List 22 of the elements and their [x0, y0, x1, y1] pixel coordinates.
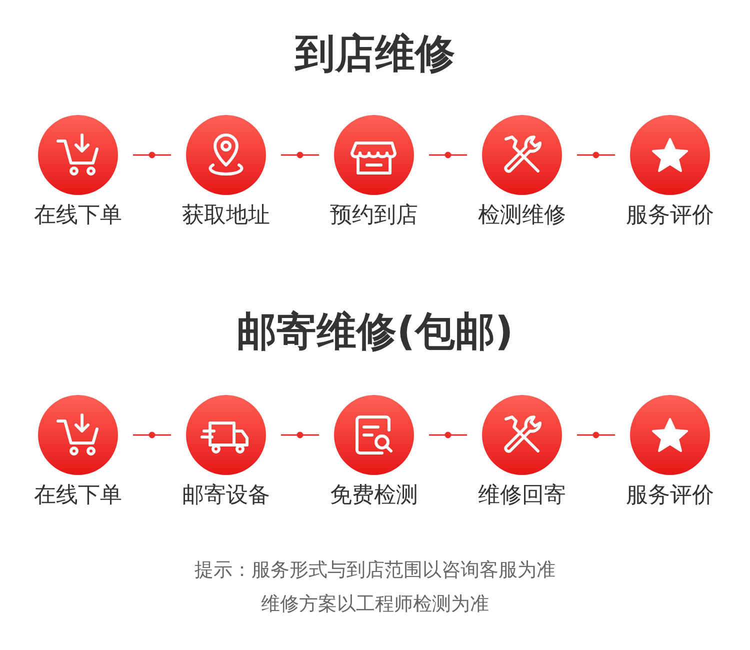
- section-heading: 到店维修: [295, 30, 455, 78]
- note-text: 提示：服务形式与到店范围以咨询客服为准: [194, 558, 556, 583]
- connector: [280, 432, 320, 438]
- section-heading: 邮寄维修(包邮): [236, 308, 514, 356]
- step-label: 维修回寄: [477, 483, 567, 509]
- connector: [576, 432, 616, 438]
- note-text: 维修方案以工程师检测为准: [261, 592, 489, 617]
- connector: [428, 152, 468, 158]
- connector: [280, 152, 320, 158]
- step-label: 在线下单: [33, 483, 123, 509]
- step-label: 获取地址: [181, 203, 271, 229]
- step-label: 预约到店: [329, 203, 419, 229]
- step-label: 在线下单: [33, 203, 123, 229]
- step-label: 服务评价: [625, 483, 715, 509]
- step-label: 检测维修: [477, 203, 567, 229]
- step-label: 服务评价: [625, 203, 715, 229]
- step-label: 免费检测: [329, 483, 419, 509]
- connector: [428, 432, 468, 438]
- step-label: 邮寄设备: [181, 483, 271, 509]
- connector: [132, 432, 172, 438]
- connector: [132, 152, 172, 158]
- connector: [576, 152, 616, 158]
